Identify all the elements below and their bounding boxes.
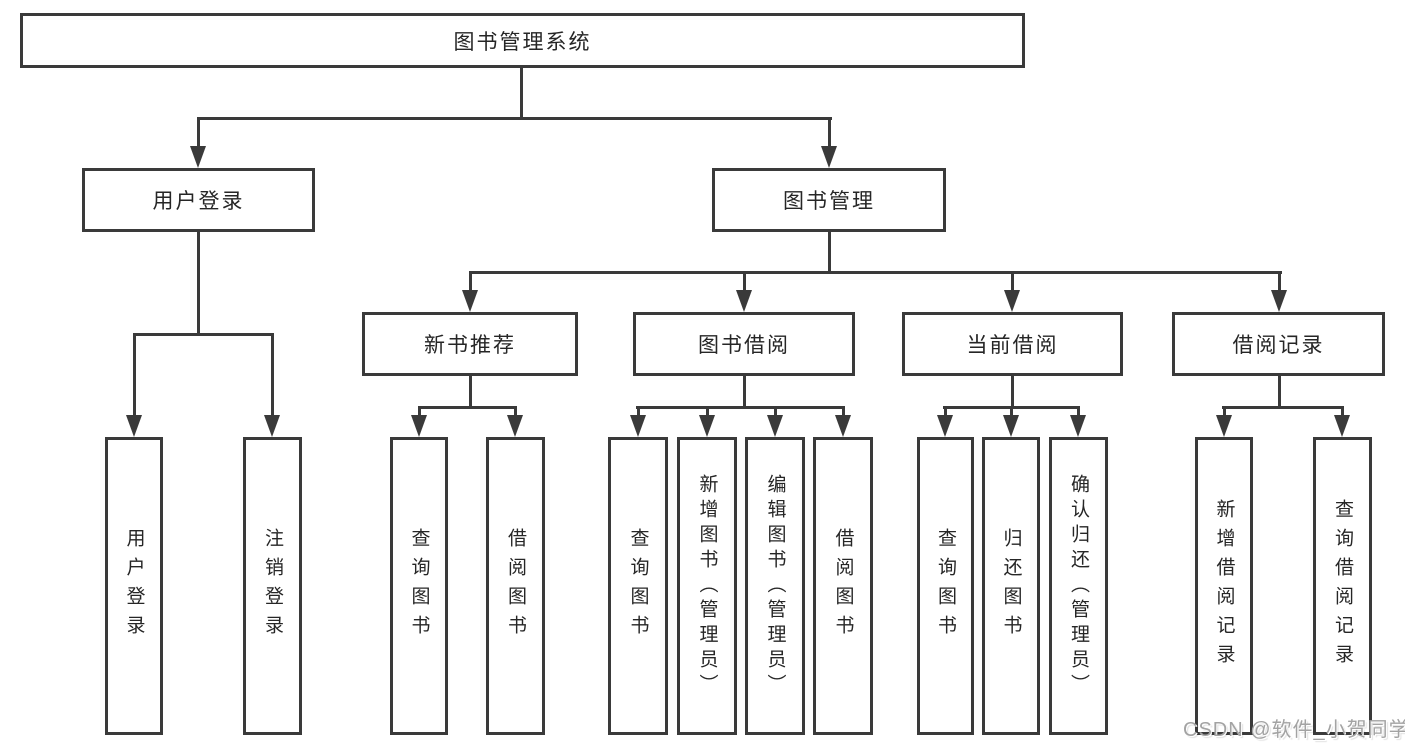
arrowhead-g2-c1 — [411, 415, 427, 437]
connector-g3-rail — [636, 406, 845, 409]
leaf-label: 查询图书 — [935, 528, 956, 644]
connector-to-leaf-user-login — [133, 333, 136, 417]
leaf-label: 注销登录 — [262, 528, 283, 644]
leaf-borrow-books-recommend: 借阅图书 — [486, 437, 545, 735]
node-user-login: 用户登录 — [82, 168, 315, 232]
leaf-borrow-books: 借阅图书 — [813, 437, 873, 735]
connector-g5-c1 — [1223, 406, 1226, 418]
leaf-label: 编辑图书（管理员） — [764, 473, 786, 699]
leaf-label: 新增借阅记录 — [1213, 499, 1235, 673]
connector-g4-c3 — [1077, 406, 1080, 418]
connector-g3-c2 — [706, 406, 709, 418]
arrowhead-g4-c3 — [1070, 415, 1086, 437]
connector-g2-c2 — [514, 406, 517, 418]
csdn-watermark: CSDN @软件_小贺同学 — [1183, 719, 1405, 741]
arrowhead-g3-c2 — [699, 415, 715, 437]
leaf-add-books-admin: 新增图书（管理员） — [677, 437, 737, 735]
leaf-label: 查询图书 — [408, 528, 430, 644]
leaf-query-books-current: 查询图书 — [917, 437, 974, 735]
arrowhead-borrow-records — [1271, 290, 1287, 312]
connector-g3-c3 — [774, 406, 777, 418]
leaf-edit-books-admin: 编辑图书（管理员） — [745, 437, 805, 735]
connector-to-book-management — [828, 117, 831, 149]
connector-g5-rail — [1222, 406, 1344, 409]
leaf-query-books-recommend: 查询图书 — [390, 437, 448, 735]
arrowhead-g5-c1 — [1216, 415, 1232, 437]
leaf-label: 归还图书 — [1000, 528, 1022, 644]
connector-to-new-book — [469, 271, 472, 291]
leaf-add-borrow-record: 新增借阅记录 — [1195, 437, 1253, 735]
connector-g2-rail — [418, 406, 517, 409]
leaf-label: 用户登录 — [123, 528, 145, 644]
node-new-book-recommendation: 新书推荐 — [362, 312, 578, 376]
connector-to-user-login — [197, 117, 200, 149]
connector-g2-c1 — [418, 406, 421, 418]
leaf-label: 借阅图书 — [832, 528, 854, 644]
arrowhead-g3-c4 — [835, 415, 851, 437]
leaf-user-login: 用户登录 — [105, 437, 163, 735]
leaf-logout: 注销登录 — [243, 437, 302, 735]
arrowhead-book-management — [821, 146, 837, 168]
arrowhead-g4-c1 — [937, 415, 953, 437]
connector-to-borrow-records — [1278, 271, 1281, 291]
connector-to-leaf-logout — [271, 333, 274, 417]
connector-level1-rail — [197, 117, 832, 120]
connector-g4-c1 — [944, 406, 947, 418]
node-current-borrowing: 当前借阅 — [902, 312, 1123, 376]
leaf-label: 确认归还（管理员） — [1068, 473, 1089, 699]
connector-g3-c1 — [637, 406, 640, 418]
leaf-query-borrow-record: 查询借阅记录 — [1313, 437, 1372, 735]
node-library-management-system: 图书管理系统 — [20, 13, 1025, 68]
leaf-label: 借阅图书 — [505, 528, 526, 644]
connector-to-book-borrow — [743, 271, 746, 291]
connector-g2-stem — [469, 373, 472, 409]
connector-level3-rail — [469, 271, 1282, 274]
arrowhead-leaf-user-login — [126, 415, 142, 437]
arrowhead-g4-c2 — [1003, 415, 1019, 437]
arrowhead-current-borrow — [1004, 290, 1020, 312]
arrowhead-g5-c2 — [1334, 415, 1350, 437]
arrowhead-user-login — [190, 146, 206, 168]
connector-g3-c4 — [842, 406, 845, 418]
connector-g3-stem — [743, 373, 746, 409]
connector-g5-c2 — [1341, 406, 1344, 418]
leaf-return-books: 归还图书 — [982, 437, 1040, 735]
leaf-query-books-borrow: 查询图书 — [608, 437, 668, 735]
connector-g5-stem — [1278, 373, 1281, 409]
arrowhead-g2-c2 — [507, 415, 523, 437]
leaf-label: 查询借阅记录 — [1332, 499, 1353, 673]
arrowhead-g3-c3 — [767, 415, 783, 437]
leaf-confirm-return-admin: 确认归还（管理员） — [1049, 437, 1108, 735]
connector-g4-c2 — [1010, 406, 1013, 418]
node-book-borrowing: 图书借阅 — [633, 312, 855, 376]
connector-mgmt-branch-stem — [828, 229, 831, 274]
arrowhead-leaf-logout — [264, 415, 280, 437]
arrowhead-g3-c1 — [630, 415, 646, 437]
arrowhead-new-book — [462, 290, 478, 312]
node-borrowing-records: 借阅记录 — [1172, 312, 1385, 376]
connector-to-current-borrow — [1011, 271, 1014, 291]
node-book-management: 图书管理 — [712, 168, 946, 232]
arrowhead-book-borrow — [736, 290, 752, 312]
connector-root-stem — [520, 66, 523, 120]
connector-g4-stem — [1011, 373, 1014, 409]
leaf-label: 查询图书 — [627, 528, 649, 644]
connector-user-branch-stem — [197, 229, 200, 336]
connector-user-branch-rail — [133, 333, 274, 336]
leaf-label: 新增图书（管理员） — [696, 473, 718, 699]
